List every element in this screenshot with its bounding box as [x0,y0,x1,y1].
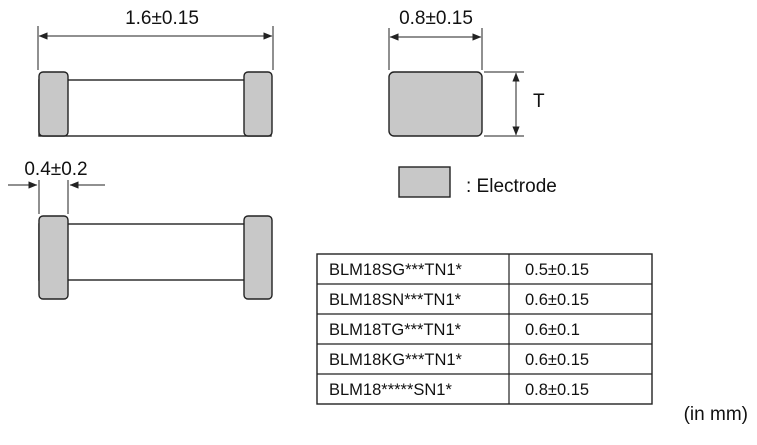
bottom-view: 0.4±0.2 [8,159,273,300]
table-cell-thickness: 0.6±0.15 [525,291,589,309]
table-cell-part: BLM18SG***TN1* [329,261,463,279]
electrode-left-top [38,71,69,137]
table-cell-thickness: 0.6±0.1 [525,321,580,339]
table-cell-part: BLM18*****SN1* [329,381,452,399]
thickness-table: BLM18SG***TN1* 0.5±0.15 BLM18SN***TN1* 0… [316,253,653,405]
chip-body-bottom [38,223,272,281]
chip-end-face [388,71,483,137]
table-cell-part: BLM18TG***TN1* [329,321,462,339]
length-dimension-label: 1.6±0.15 [125,8,199,29]
electrode-dimension-label: 0.4±0.2 [24,159,87,180]
electrode-legend-label: : Electrode [466,176,557,197]
table-cell-part: BLM18SN***TN1* [329,291,462,309]
table-frame [316,253,653,405]
table-cell-thickness: 0.8±0.15 [525,381,589,399]
top-view: 1.6±0.15 [37,8,274,137]
width-dimension-label: 0.8±0.15 [399,8,473,29]
end-view: 0.8±0.15 T [388,8,545,137]
electrode-legend: : Electrode [398,166,557,198]
thickness-symbol: T [533,91,545,112]
table-cell-thickness: 0.6±0.15 [525,351,589,369]
table-cell-part: BLM18KG***TN1* [329,351,463,369]
electrode-left-bottom [38,215,69,300]
electrode-right-bottom [243,215,273,300]
table-cell-thickness: 0.5±0.15 [525,261,589,279]
electrode-right-top [243,71,273,137]
electrode-legend-swatch [398,166,451,198]
chip-body-top [38,79,272,137]
unit-note: (in mm) [684,404,748,425]
